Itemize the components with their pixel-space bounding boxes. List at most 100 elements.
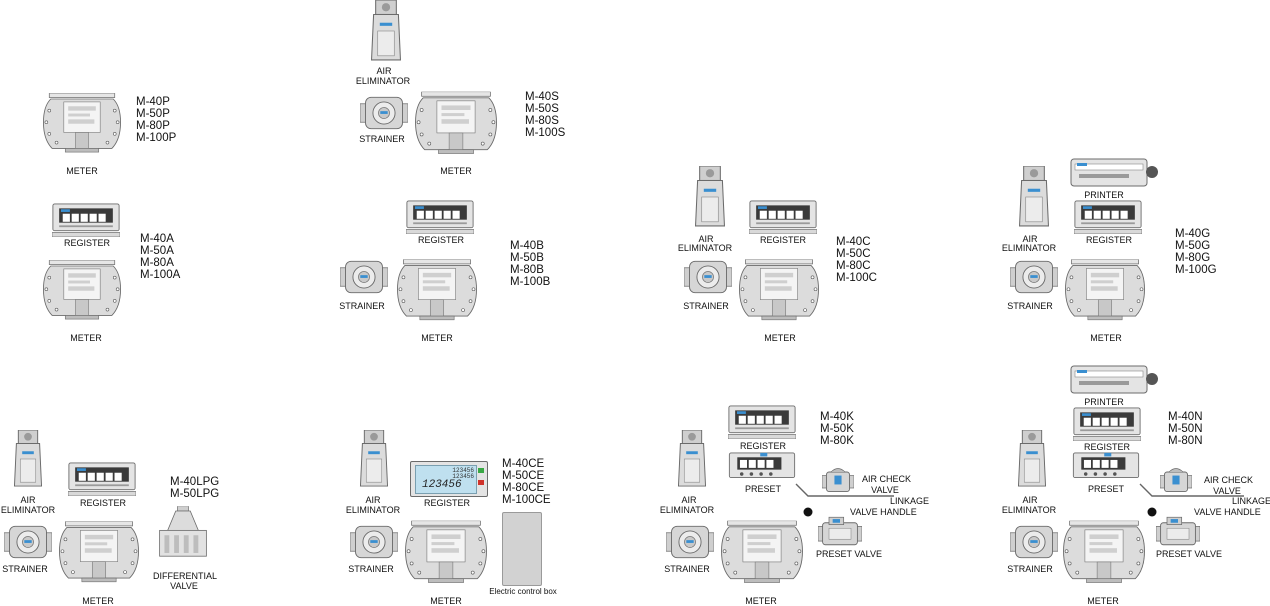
meter-label-k: METER (745, 596, 777, 606)
eliminator-label-n: ELIMINATOR (1001, 505, 1057, 515)
models-b: M-40B M-50B M-80B M-100B (510, 240, 550, 288)
valve-handle-label-n: VALVE HANDLE (1194, 507, 1261, 517)
model-a-1: M-50A (140, 245, 174, 257)
air-eliminator-s (368, 0, 404, 62)
strainer-s (360, 94, 408, 132)
register-label-b: REGISTER (417, 235, 464, 245)
model-a-0: M-40A (140, 233, 174, 245)
register-label-lpg: REGISTER (79, 498, 126, 508)
strainer-label-n: STRAINER (1007, 564, 1053, 574)
model-b-3: M-100B (510, 276, 551, 288)
models-n: M-40N M-50N M-80N (1168, 411, 1203, 447)
register-c (744, 200, 822, 234)
ce-display-small-2: 123456 (452, 473, 474, 480)
air-eliminator-ce (358, 430, 390, 488)
meter-label-ce: METER (430, 596, 462, 606)
electronic-register-ce: 123456 123456 123456 (410, 461, 488, 497)
model-ce-0: M-40CE (502, 458, 545, 470)
strainer-label-k: STRAINER (664, 564, 710, 574)
air-eliminator-lpg (12, 430, 44, 488)
register-label-c: REGISTER (759, 235, 806, 245)
model-s-0: M-40S (525, 91, 559, 103)
models-c: M-40C M-50C M-80C M-100C (836, 236, 877, 284)
model-g-0: M-40G (1175, 228, 1211, 240)
strainer-c (684, 258, 732, 296)
models-ce: M-40CE M-50CE M-80CE M-100CE (502, 458, 551, 506)
strainer-ce (350, 523, 398, 561)
register-g (1070, 200, 1146, 234)
models-k: M-40K M-50K M-80K (820, 411, 854, 447)
air-label-s: AIR (376, 66, 392, 76)
model-g-3: M-100G (1175, 264, 1217, 276)
ce-display-small-1: 123456 (452, 467, 474, 474)
printer-n (1068, 365, 1160, 395)
model-b-1: M-50B (510, 252, 544, 264)
meter-p (42, 82, 122, 164)
model-n-2: M-80N (1168, 435, 1203, 447)
preset-valve-label-k: PRESET VALVE (816, 549, 883, 559)
models-p: M-40P M-50P M-80P M-100P (136, 96, 176, 144)
differential-valve-lpg (158, 500, 208, 564)
model-s-1: M-50S (525, 103, 559, 115)
strainer-lpg (4, 523, 52, 561)
strainer-label-c: STRAINER (683, 301, 729, 311)
meter-label-p: METER (66, 166, 98, 176)
meter-b (396, 248, 478, 332)
ce-display-value: 123456 (422, 479, 462, 491)
register-label-a: REGISTER (63, 238, 110, 248)
printer-label-g: PRINTER (1084, 190, 1124, 200)
meter-label-lpg: METER (82, 596, 114, 606)
models-a: M-40A M-50A M-80A M-100A (140, 233, 180, 281)
eliminator-label-ce: ELIMINATOR (345, 505, 401, 515)
preset-label-n: PRESET (1087, 484, 1124, 494)
model-g-2: M-80G (1175, 252, 1211, 264)
air-check-valve-n (1160, 466, 1192, 494)
air-eliminator-n (1016, 430, 1048, 488)
valve-label-lpg: VALVE (170, 581, 198, 591)
model-a-3: M-100A (140, 269, 181, 281)
air-label-lpg: AIR (20, 495, 36, 505)
model-s-2: M-80S (525, 115, 559, 127)
strainer-n (1010, 523, 1058, 561)
strainer-label-s: STRAINER (359, 134, 405, 144)
register-k (724, 405, 800, 439)
model-c-1: M-50C (836, 248, 871, 260)
electric-control-box-label: Electric control box (489, 587, 557, 596)
register-label-ce: REGISTER (423, 498, 470, 508)
air-check-label-k: AIR CHECK (862, 474, 912, 484)
air-check-label-n: AIR CHECK (1204, 475, 1254, 485)
meter-s (414, 82, 498, 164)
eliminator-label-k: ELIMINATOR (659, 505, 715, 515)
air-eliminator-c (692, 166, 728, 228)
preset-n (1068, 452, 1144, 482)
model-s-3: M-100S (525, 127, 566, 139)
meter-label-n: METER (1087, 596, 1119, 606)
air-label-k: AIR (681, 495, 697, 505)
strainer-label-b: STRAINER (339, 301, 385, 311)
eliminator-label-s: ELIMINATOR (355, 76, 411, 86)
preset-valve-label-n: PRESET VALVE (1156, 549, 1223, 559)
linkage-label-k: LINKAGE (890, 496, 930, 506)
preset-valve-n (1156, 515, 1200, 547)
register-lpg (64, 462, 140, 496)
meter-label-s: METER (440, 166, 472, 176)
meter-c (738, 248, 820, 332)
model-ce-2: M-80CE (502, 482, 545, 494)
register-label-n: REGISTER (1083, 442, 1130, 452)
preset-label-k: PRESET (744, 484, 781, 494)
air-label-ce: AIR (365, 495, 381, 505)
differential-label: DIFFERENTIAL (152, 571, 217, 581)
eliminator-label-g: ELIMINATOR (1001, 243, 1057, 253)
models-g: M-40G M-50G M-80G M-100G (1175, 228, 1217, 276)
model-p-0: M-40P (136, 96, 170, 108)
strainer-label-ce: STRAINER (348, 564, 394, 574)
valve-handle-label-k: VALVE HANDLE (850, 507, 917, 517)
models-lpg: M-40LPG M-50LPG (170, 476, 219, 500)
linkage-label-n: LINKAGE (1232, 496, 1270, 506)
models-s: M-40S M-50S M-80S M-100S (525, 91, 565, 139)
linkage-k (795, 483, 894, 517)
model-ce-3: M-100CE (502, 494, 551, 506)
valve-label-n: VALVE (1213, 486, 1241, 496)
meter-k (720, 510, 804, 594)
